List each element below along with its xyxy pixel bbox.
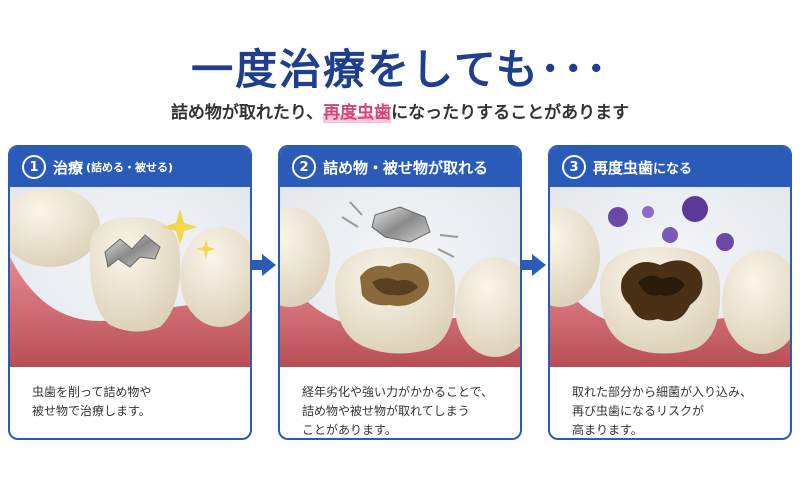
arrow-right-icon [522, 254, 546, 276]
detached-filling-icon [280, 187, 520, 367]
step-panel-3: 3 再度虫歯 になる 取れた部分から細菌が入り込み、 再び虫歯になるリスクが 高… [548, 145, 792, 440]
step-panel-1: 1 治療 (詰める・被せる) 虫歯を削って詰め物や 被せ物で治療します。 [8, 145, 252, 440]
step-header-1: 1 治療 (詰める・被せる) [10, 147, 250, 187]
subline-after: になったりすることがあります [391, 103, 630, 123]
step-header-3: 3 再度虫歯 になる [550, 147, 790, 187]
step-number-2: 2 [292, 155, 316, 179]
step-panel-2: 2 詰め物・被せ物が取れる 経年劣化や強い力がかかることで、 詰め物や被せ物が取… [278, 145, 522, 440]
subline-highlight: 再度虫歯 [323, 103, 392, 123]
step-title-note-1: (詰める・被せる) [86, 161, 174, 174]
step-title-3-accent: 再度虫歯 [593, 158, 654, 177]
step-title-1: 治療 [53, 158, 84, 177]
step-description-1: 虫歯を削って詰め物や 被せ物で治療します。 [32, 385, 152, 418]
step-description-3: 取れた部分から細菌が入り込み、 再び虫歯になるリスクが 高まります。 [572, 385, 753, 437]
step-number-1: 1 [22, 155, 46, 179]
step-description-2: 経年劣化や強い力がかかることで、 詰め物や被せ物が取れてしまう ことがあります。 [302, 385, 494, 437]
decayed-tooth-bacteria-icon [550, 187, 790, 367]
headline: 一度治療をしても･･･ [191, 45, 609, 94]
arrow-right-icon [252, 254, 276, 276]
step-title-2: 詰め物・被せ物が取れる [323, 158, 489, 177]
filled-tooth-icon [10, 187, 250, 367]
step-header-2: 2 詰め物・被せ物が取れる [280, 147, 520, 187]
subline: 詰め物が取れたり、再度虫歯になったりすることがあります [0, 100, 800, 126]
step-title-3-rest: になる [653, 161, 693, 177]
subline-before: 詰め物が取れたり、 [170, 103, 324, 123]
step-number-3: 3 [562, 155, 586, 179]
